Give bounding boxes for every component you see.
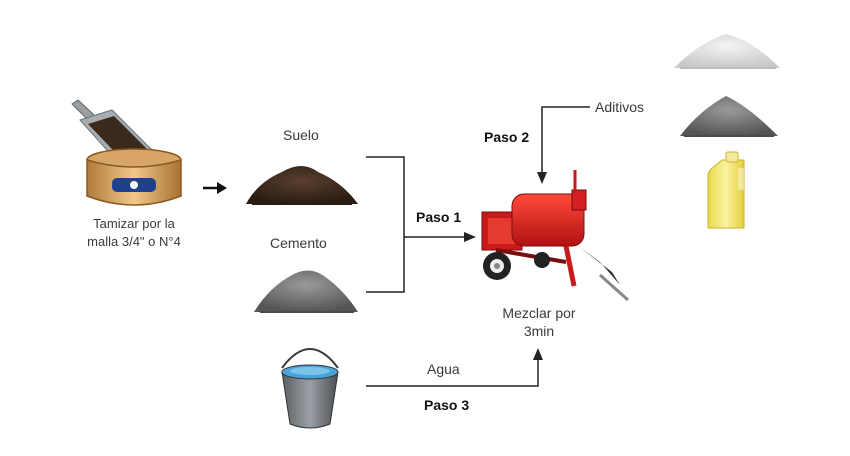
soil-pile-icon <box>246 166 358 205</box>
step2-arrowhead-icon <box>537 172 547 184</box>
mixer-caption-line1: Mezclar por <box>502 305 576 321</box>
water-bucket-icon <box>281 348 339 429</box>
step3-arrowhead-icon <box>533 348 543 360</box>
mixer-caption: Mezclar por 3min <box>484 304 594 340</box>
additives-label: Aditivos <box>595 99 645 115</box>
sieve-caption: Tamizar por la malla 3/4" o N°4 <box>74 215 194 251</box>
water-label: Agua <box>427 361 460 377</box>
step3-label: Paso 3 <box>424 397 470 413</box>
mortar-mixer-icon <box>481 170 629 302</box>
step1-arrowhead-icon <box>464 232 476 242</box>
right-arrow-icon <box>203 182 227 194</box>
cement-label: Cemento <box>270 235 327 251</box>
mixer-caption-line2: 3min <box>523 323 555 339</box>
sieve-caption-line1: Tamizar por la <box>93 216 175 231</box>
water-arrow <box>366 356 539 387</box>
grey-powder-icon <box>680 96 778 137</box>
step2-label: Paso 2 <box>484 129 530 145</box>
merge-bracket <box>366 156 468 293</box>
white-powder-icon <box>674 34 780 69</box>
additives-arrow <box>541 106 590 176</box>
soil-label: Suelo <box>283 127 319 143</box>
sieve-icon <box>71 99 182 206</box>
liquid-additive-jug-icon <box>707 151 745 229</box>
cement-pile-icon <box>254 270 358 313</box>
step1-label: Paso 1 <box>416 209 462 225</box>
sieve-caption-line2: malla 3/4" o N°4 <box>87 234 181 249</box>
